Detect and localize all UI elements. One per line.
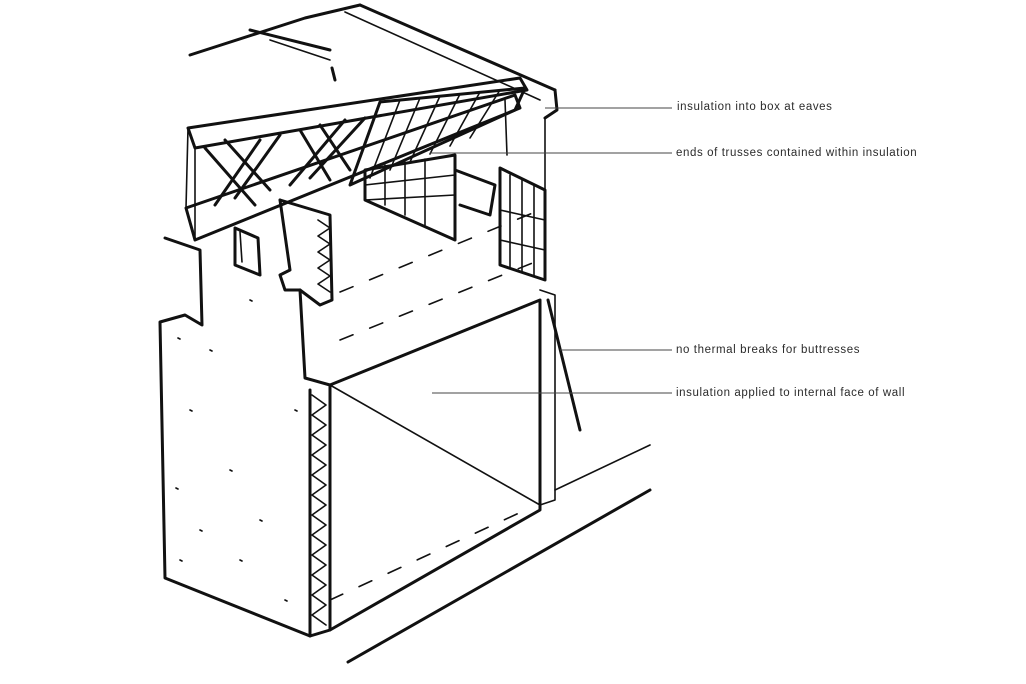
roof [188,3,559,156]
leader-lines [430,107,672,394]
annotation-trusses: ends of trusses contained within insulat… [676,147,918,159]
windows [330,66,547,282]
ground-line [346,488,652,664]
external-wall [158,198,334,638]
internal-insulation [328,209,651,632]
annotation-internal-insulation: insulation applied to internal face of w… [676,387,906,399]
annotation-eaves: insulation into box at eaves [677,101,833,113]
roof-truss [184,76,529,242]
annotation-thermal-breaks: no thermal breaks for buttresses [676,344,861,356]
